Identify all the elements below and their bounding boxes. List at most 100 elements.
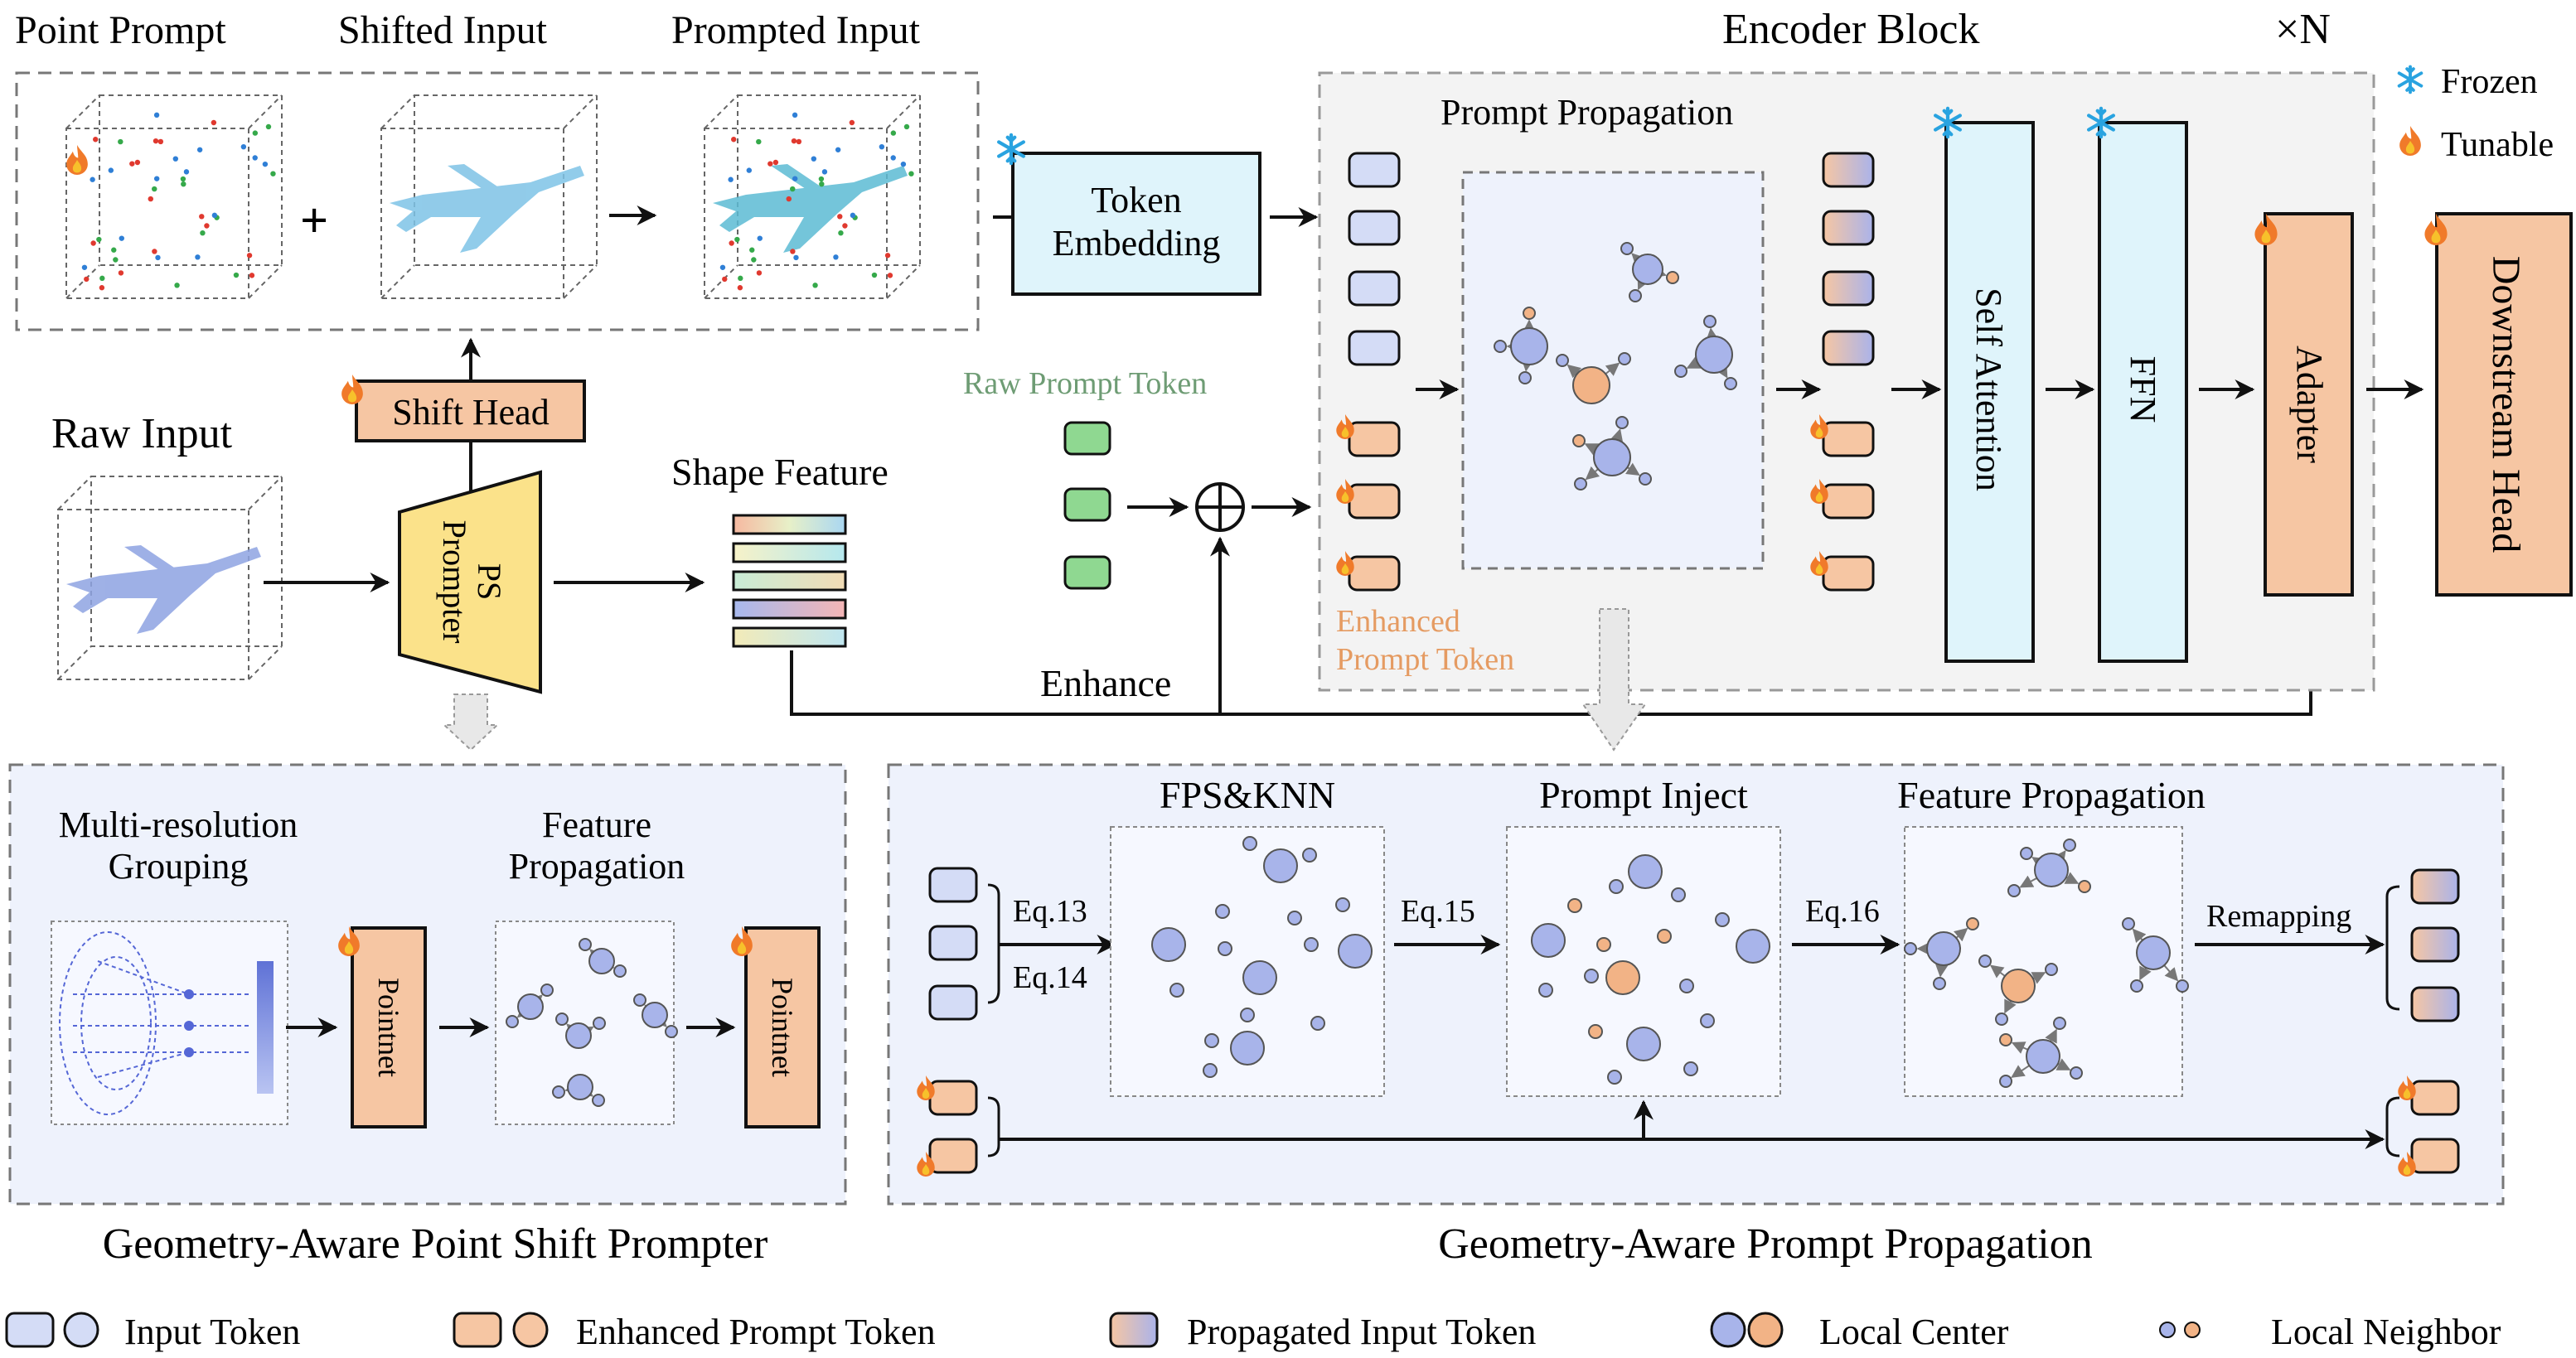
prompt-point bbox=[155, 254, 161, 261]
local-neighbor bbox=[1703, 315, 1717, 328]
tunable-icon bbox=[66, 145, 88, 175]
prompt-points bbox=[81, 112, 276, 291]
raw-input-label: Raw Input bbox=[51, 410, 233, 457]
local-center bbox=[1263, 848, 1298, 883]
tunable-icon bbox=[341, 375, 363, 404]
local-center bbox=[2136, 935, 2171, 970]
local-center bbox=[1736, 929, 1770, 964]
local-neighbor bbox=[1203, 1063, 1218, 1078]
prompt-point bbox=[793, 254, 799, 261]
brace bbox=[2385, 885, 2400, 1011]
graph-edge bbox=[1934, 963, 1949, 978]
fps-knn-graph bbox=[1151, 836, 1373, 1078]
prompt-point bbox=[134, 159, 141, 166]
prompt-point bbox=[183, 169, 190, 175]
prompted-input-label: Prompted Input bbox=[671, 8, 921, 52]
local-neighbor bbox=[1310, 1016, 1325, 1031]
local-neighbor bbox=[1978, 954, 1992, 968]
prompt-point bbox=[211, 212, 218, 219]
legend-input-token: Input Token bbox=[124, 1312, 300, 1352]
local-center bbox=[1338, 934, 1373, 969]
eq13-label: Eq.13 bbox=[1013, 894, 1087, 929]
prompt-point bbox=[756, 270, 763, 276]
local-neighbor bbox=[1335, 897, 1350, 912]
graph-edge bbox=[1954, 927, 1968, 942]
prompt-point bbox=[772, 159, 779, 166]
tunable-label: Tunable bbox=[2441, 126, 2554, 164]
enhanced-token-circle bbox=[512, 1312, 549, 1348]
multi-resolution-label-1: Multi-resolution bbox=[59, 805, 298, 845]
prompt-point bbox=[249, 273, 255, 278]
prompt-point bbox=[767, 161, 773, 167]
local-neighbor bbox=[1215, 904, 1230, 919]
prompt-point bbox=[180, 176, 186, 182]
prompt-point bbox=[152, 186, 157, 192]
prompt-point bbox=[884, 253, 891, 259]
local-center bbox=[1510, 327, 1548, 365]
graph-edge bbox=[2011, 1065, 2030, 1078]
feature-propagation-label-1: Feature bbox=[542, 805, 651, 845]
pointnet-block-2 bbox=[744, 926, 821, 1128]
local-center bbox=[2034, 853, 2069, 887]
local-neighbor bbox=[1240, 1008, 1255, 1022]
prompt-point bbox=[119, 235, 124, 241]
prompt-point bbox=[890, 130, 897, 136]
prompt-point bbox=[786, 196, 792, 202]
graph-edge bbox=[1625, 462, 1640, 476]
fps-knn-label: FPS&KNN bbox=[1160, 774, 1335, 816]
pointnet-block-1 bbox=[351, 926, 427, 1128]
prompt-point bbox=[240, 143, 247, 150]
prompt-point bbox=[908, 171, 914, 176]
prompted-input-cube bbox=[704, 94, 921, 299]
local-neighbor bbox=[2176, 979, 2189, 993]
shift-head-block: Shift Head bbox=[341, 375, 586, 442]
local-center bbox=[1632, 254, 1663, 285]
eq15-label: Eq.15 bbox=[1401, 894, 1475, 929]
prompt-point bbox=[196, 147, 203, 152]
local-center bbox=[1926, 931, 1961, 966]
local-neighbor bbox=[2020, 847, 2033, 860]
prompt-point bbox=[270, 171, 276, 176]
graph-edge bbox=[2045, 1028, 2057, 1044]
token-embedding-label-2: Embedding bbox=[1053, 223, 1221, 263]
prompt-point bbox=[99, 285, 105, 291]
local-neighbor bbox=[1700, 1013, 1715, 1028]
expand-arrow bbox=[442, 608, 1647, 751]
prompt-point bbox=[849, 119, 855, 126]
prompt-point bbox=[172, 156, 179, 162]
local-center bbox=[1531, 923, 1566, 958]
prompt-point bbox=[153, 112, 160, 118]
prompt-point bbox=[796, 138, 802, 145]
prompt-point bbox=[90, 176, 95, 182]
local-neighbor bbox=[1609, 879, 1624, 894]
prompt-point bbox=[93, 137, 99, 143]
prompt-point bbox=[99, 275, 105, 282]
graph-edge bbox=[2052, 849, 2066, 865]
prompt-point bbox=[211, 119, 217, 126]
local-center-blue bbox=[1710, 1312, 1746, 1348]
prompt-point bbox=[719, 264, 726, 270]
local-neighbor bbox=[1639, 472, 1652, 486]
prompt-point bbox=[195, 254, 201, 260]
prompt-point bbox=[835, 147, 841, 152]
graph-edge bbox=[1989, 964, 2006, 979]
local-center bbox=[567, 1074, 593, 1100]
tunable-icon bbox=[2399, 126, 2421, 156]
local-center-orange bbox=[1747, 1312, 1784, 1348]
prompt-point bbox=[757, 235, 763, 241]
input-tokens-column bbox=[1348, 152, 1401, 366]
graph-edge bbox=[2139, 965, 2152, 981]
local-center bbox=[1572, 366, 1610, 404]
prompt-point bbox=[157, 138, 164, 145]
prompt-point bbox=[148, 196, 153, 202]
graph-edge bbox=[2163, 964, 2179, 982]
prompt-point bbox=[737, 285, 743, 291]
local-center bbox=[588, 948, 615, 974]
graph-edge bbox=[1686, 356, 1702, 369]
prompt-point bbox=[833, 254, 839, 260]
enhanced-tokens-column bbox=[1348, 421, 1401, 592]
prompt-propagation-graph bbox=[1494, 242, 1737, 491]
local-neighbor bbox=[1904, 942, 1917, 955]
self-attention-block bbox=[1944, 121, 2035, 663]
feature-propagation-title: Feature Propagation bbox=[1897, 774, 2206, 816]
